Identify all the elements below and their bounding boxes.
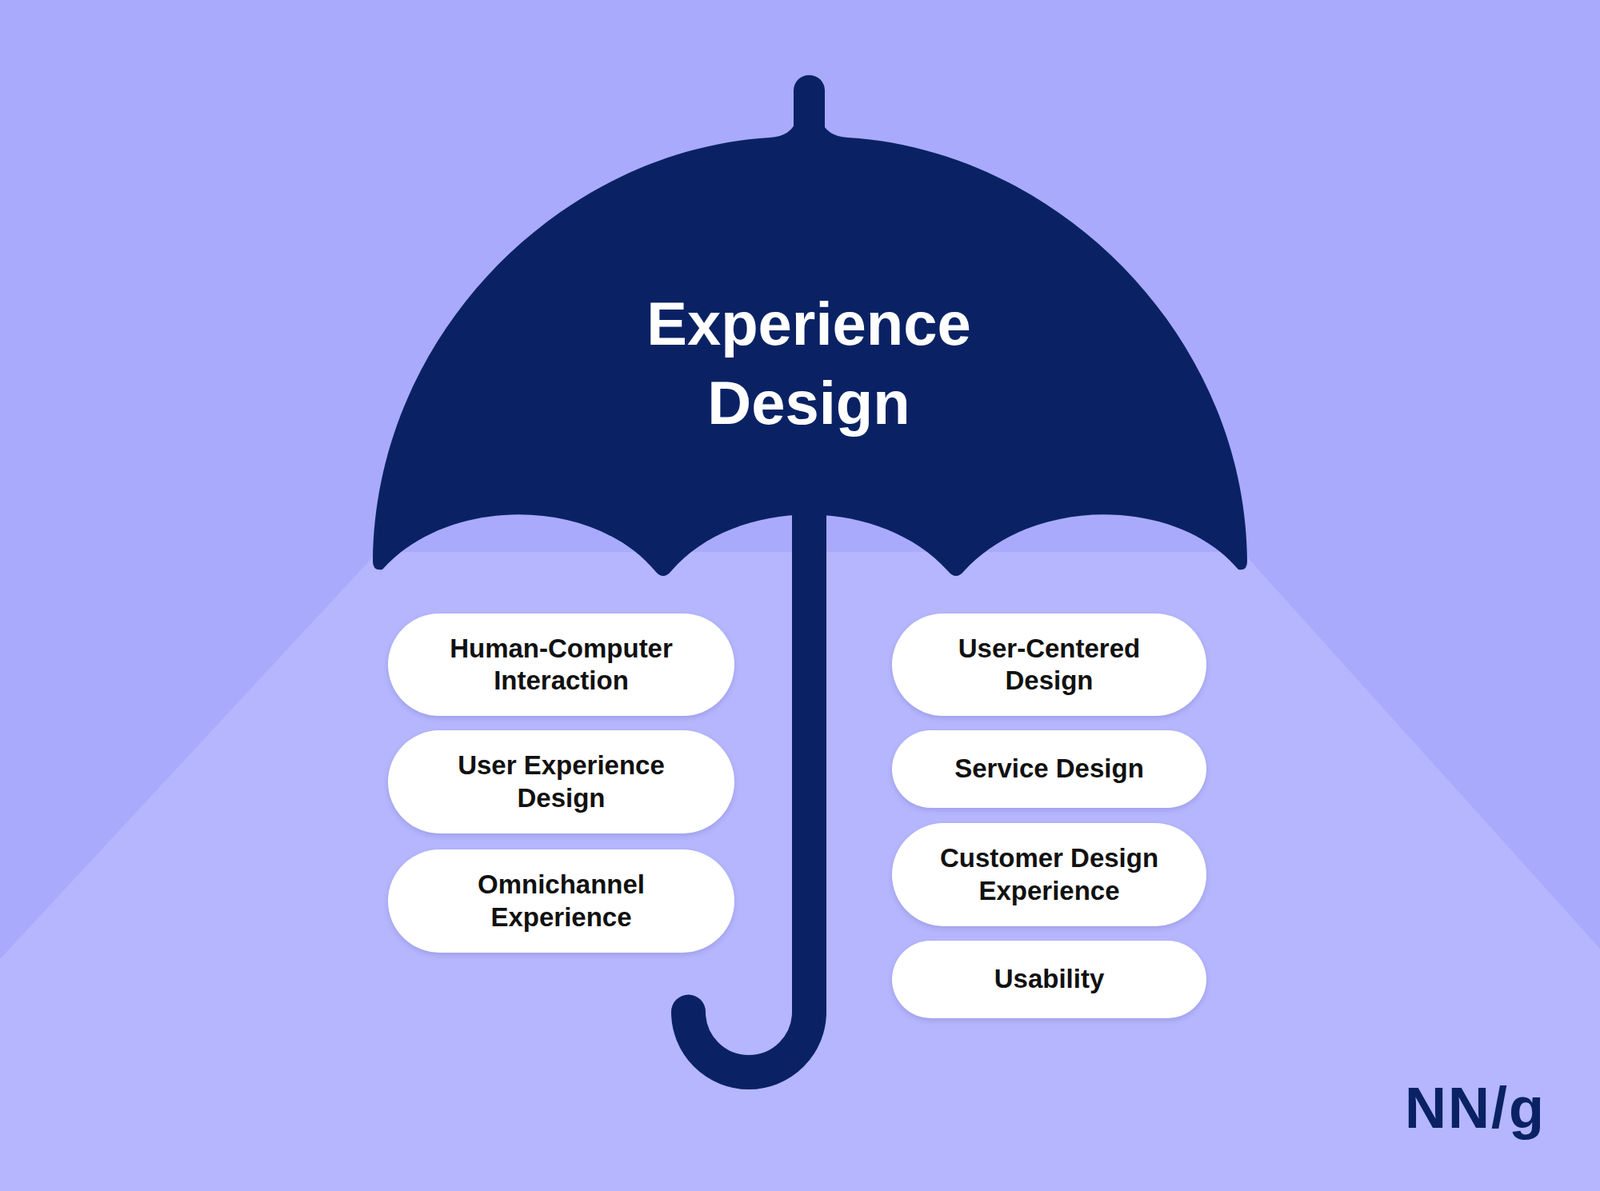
umbrella-hook [688, 1012, 810, 1073]
process-pill: Human-Computer Interaction [388, 613, 735, 716]
process-pill: Usability [892, 940, 1207, 1019]
process-pill: User-Centered Design [892, 613, 1207, 716]
process-pill: Service Design [892, 730, 1207, 808]
node-text: Usability [994, 963, 1105, 996]
process-pill: Customer Design Experience [892, 823, 1207, 927]
node-text: Customer Design Experience [914, 842, 1184, 908]
umbrella-canopy-label: Experience Design [560, 264, 1058, 464]
node-text: Human-Computer Interaction [410, 632, 712, 698]
umbrella-canopy [372, 120, 1248, 576]
process-pill: User Experience Design [388, 730, 735, 834]
node-text: User Experience Design [410, 749, 712, 815]
node-text: Omnichannel Experience [410, 868, 712, 934]
node-text: Service Design [954, 752, 1144, 785]
process-pill: Omnichannel Experience [388, 849, 735, 953]
node-text: Experience Design [560, 284, 1058, 444]
brand-logo: NN/g [1404, 1075, 1546, 1141]
node-text: User-Centered Design [914, 632, 1184, 698]
umbrella-shaft [792, 480, 827, 1015]
